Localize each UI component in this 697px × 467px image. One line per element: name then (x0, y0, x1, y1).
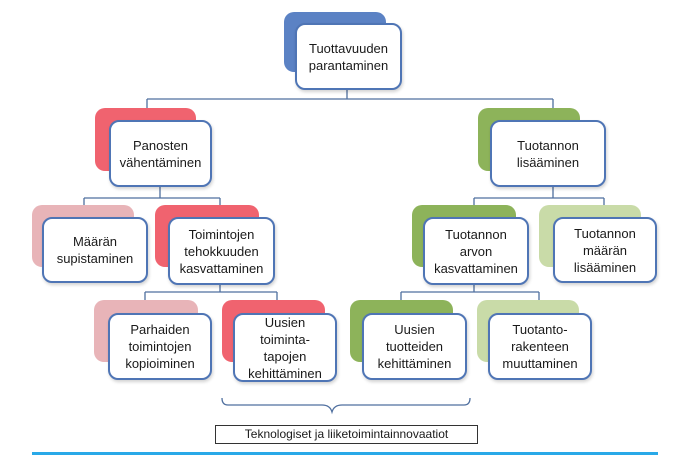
connector-tuotannon (473, 187, 605, 217)
connector-arvon (400, 285, 540, 313)
node-label: Määrän supistaminen (56, 234, 134, 266)
node-tuottavuuden-parantaminen: Tuottavuuden parantaminen (295, 23, 402, 90)
node-label: Parhaiden toimintojen kopioiminen (125, 322, 195, 371)
node-label: Tuotannon määrän lisääminen (573, 225, 637, 275)
innovations-label: Teknologiset ja liiketoimintainnovaatiot (215, 425, 478, 444)
connector-panosten (83, 187, 221, 217)
node-panosten-vahentaminen: Panosten vähentäminen (109, 120, 212, 187)
node-label: Panosten vähentäminen (119, 137, 202, 170)
connector-tehokkuus (144, 285, 278, 313)
connector-root (146, 90, 554, 122)
node-maaran-supistaminen: Määrän supistaminen (42, 217, 148, 283)
innovation-bracket (221, 397, 471, 415)
node-tuotannon-lisaaminen: Tuotannon lisääminen (490, 120, 606, 187)
node-label: Tuotanto- rakenteen muuttaminen (502, 322, 578, 371)
node-label: Uusien toiminta- tapojen kehittäminen (248, 314, 322, 381)
bottom-divider (32, 452, 658, 455)
node-tuotannon-maaran-lisaaminen: Tuotannon määrän lisääminen (553, 217, 657, 283)
node-label: Toimintojen tehokkuuden kasvattaminen (179, 226, 264, 276)
node-parhaiden-toimintojen-kopioiminen: Parhaiden toimintojen kopioiminen (108, 313, 212, 380)
node-uusien-toimintatapojen-kehittaminen: Uusien toiminta- tapojen kehittäminen (233, 313, 337, 382)
node-tuotannon-arvon-kasvattaminen: Tuotannon arvon kasvattaminen (423, 217, 529, 285)
node-label: Tuottavuuden parantaminen (308, 40, 389, 73)
node-tuotantorakenteen-muuttaminen: Tuotanto- rakenteen muuttaminen (488, 313, 592, 380)
node-label: Uusien tuotteiden kehittäminen (377, 322, 452, 371)
node-label: Tuotannon arvon kasvattaminen (434, 226, 518, 276)
node-label: Tuotannon lisääminen (516, 137, 580, 170)
node-uusien-tuotteiden-kehittaminen: Uusien tuotteiden kehittäminen (362, 313, 467, 380)
node-toimintojen-tehokkuuden-kasvattaminen: Toimintojen tehokkuuden kasvattaminen (168, 217, 275, 285)
